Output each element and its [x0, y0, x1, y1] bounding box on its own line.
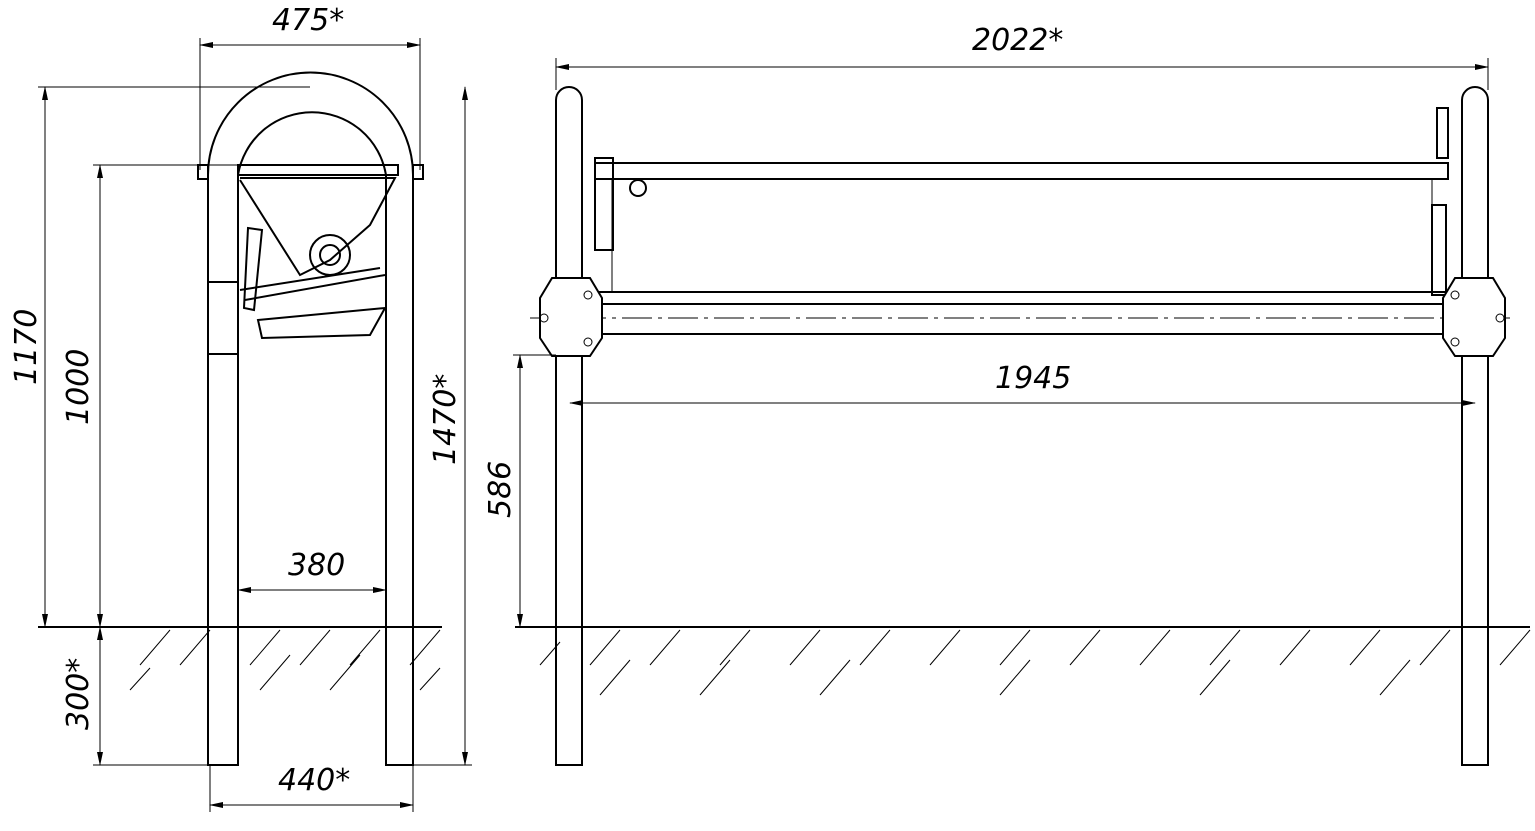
dim-label-1000: 1000 [61, 349, 96, 425]
gas-strut [242, 226, 264, 312]
seat-beam [594, 303, 1449, 335]
dim-label-380: 380 [288, 548, 345, 583]
left-post [555, 86, 583, 766]
pivot-hub [309, 234, 351, 276]
gas-strut-right [1436, 107, 1449, 159]
dim-label-1470: 1470* [428, 374, 463, 465]
ground-hatching-front [539, 629, 1531, 696]
dim-label-1170: 1170 [9, 309, 44, 385]
u-tube-frame [207, 71, 414, 766]
seat-plate-profile [256, 306, 387, 340]
seat-rail-top [594, 291, 1449, 305]
seat-arm [239, 267, 386, 301]
backrest-top-bar [237, 164, 399, 176]
front-view: 2022* 1945 586 [483, 23, 1531, 766]
pivot-axle [319, 244, 341, 266]
backrest-end-left [594, 157, 614, 251]
backrest-bracket [239, 177, 397, 277]
dim-label-475: 475* [272, 3, 344, 38]
clamp [207, 281, 239, 355]
dim-label-586: 586 [483, 461, 518, 518]
right-post [1461, 86, 1489, 766]
backrest-end-right [1431, 204, 1447, 296]
dim-label-2022: 2022* [972, 23, 1063, 58]
dim-label-440: 440* [278, 763, 350, 798]
end-cap-right [412, 164, 424, 180]
backrest-rail [594, 162, 1449, 180]
dim-label-300: 300* [61, 658, 96, 730]
side-view: 475* 1170 1000 300* 1470* 380 440* [9, 3, 472, 812]
left-bracket [539, 277, 603, 357]
ground-hatching-side [129, 629, 441, 691]
dim-label-1945: 1945 [995, 361, 1071, 396]
bolt-head [629, 179, 647, 197]
